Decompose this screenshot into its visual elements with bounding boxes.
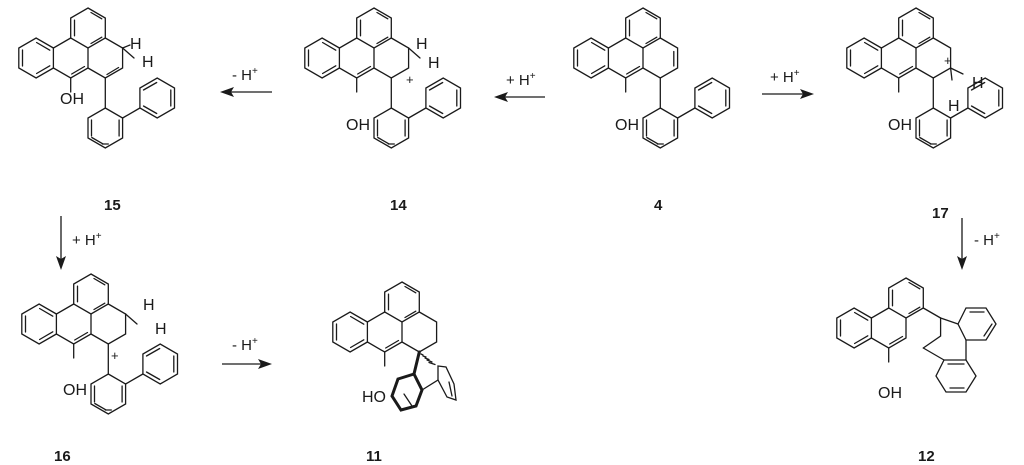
h-label-16a: H xyxy=(143,297,155,314)
compound-17 xyxy=(846,7,1004,149)
arrow-condition-4-17: + H xyxy=(770,69,794,86)
arrow-16-to-11: - H+ xyxy=(222,336,272,369)
compound-15 xyxy=(18,7,176,149)
compound-label-15: 15 xyxy=(104,197,121,214)
oh-label-17: OH xyxy=(888,117,912,134)
h-label-17b: H xyxy=(948,98,960,115)
oh-label-12: OH xyxy=(878,385,902,402)
arrow-14-to-15: - H+ xyxy=(220,66,272,97)
svg-text:- H+: - H+ xyxy=(232,66,258,84)
compound-label-11: 11 xyxy=(366,448,382,465)
svg-text:- H+: - H+ xyxy=(232,336,258,354)
arrow-15-to-16: + H+ xyxy=(56,216,102,270)
compound-16 xyxy=(21,273,179,415)
arrow-condition-4-14: + H xyxy=(506,72,530,89)
charge-14: + xyxy=(406,72,414,87)
compound-label-16: 16 xyxy=(54,448,71,465)
h-label-15b: H xyxy=(142,54,154,71)
svg-text:- H+: - H+ xyxy=(974,231,1000,249)
compound-4 xyxy=(573,7,731,149)
svg-text:+ H+: + H+ xyxy=(506,71,536,89)
arrow-condition-14-15: - H xyxy=(232,67,252,84)
svg-text:+ H+: + H+ xyxy=(72,231,102,249)
arrow-condition-15-16: + H xyxy=(72,232,96,249)
h-label-14a: H xyxy=(416,36,428,53)
h-label-14b: H xyxy=(428,55,440,72)
arrow-4-to-14: + H+ xyxy=(494,71,545,102)
svg-text:+ H+: + H+ xyxy=(770,68,800,86)
oh-label-4: OH xyxy=(615,117,639,134)
oh-label-14: OH xyxy=(346,117,370,134)
compound-label-12: 12 xyxy=(918,448,935,465)
arrow-17-to-12: - H+ xyxy=(957,218,1000,270)
charge-17: + xyxy=(944,53,952,68)
compound-label-17: 17 xyxy=(932,205,949,222)
charge-16: + xyxy=(111,348,119,363)
oh-label-16: OH xyxy=(63,382,87,399)
oh-label-11: HO xyxy=(362,389,386,406)
h-label-17a: H xyxy=(972,75,984,92)
h-label-15a: H xyxy=(130,36,142,53)
oh-label-15: OH xyxy=(60,91,84,108)
compound-label-4: 4 xyxy=(654,197,663,214)
compound-14 xyxy=(304,7,462,149)
compound-label-14: 14 xyxy=(390,197,407,214)
compound-11 xyxy=(332,281,457,412)
compound-12 xyxy=(836,277,997,393)
h-label-16b: H xyxy=(155,321,167,338)
arrow-condition-17-12: - H xyxy=(974,232,994,249)
arrow-4-to-17: + H+ xyxy=(762,68,814,99)
arrow-condition-16-11: - H xyxy=(232,337,252,354)
